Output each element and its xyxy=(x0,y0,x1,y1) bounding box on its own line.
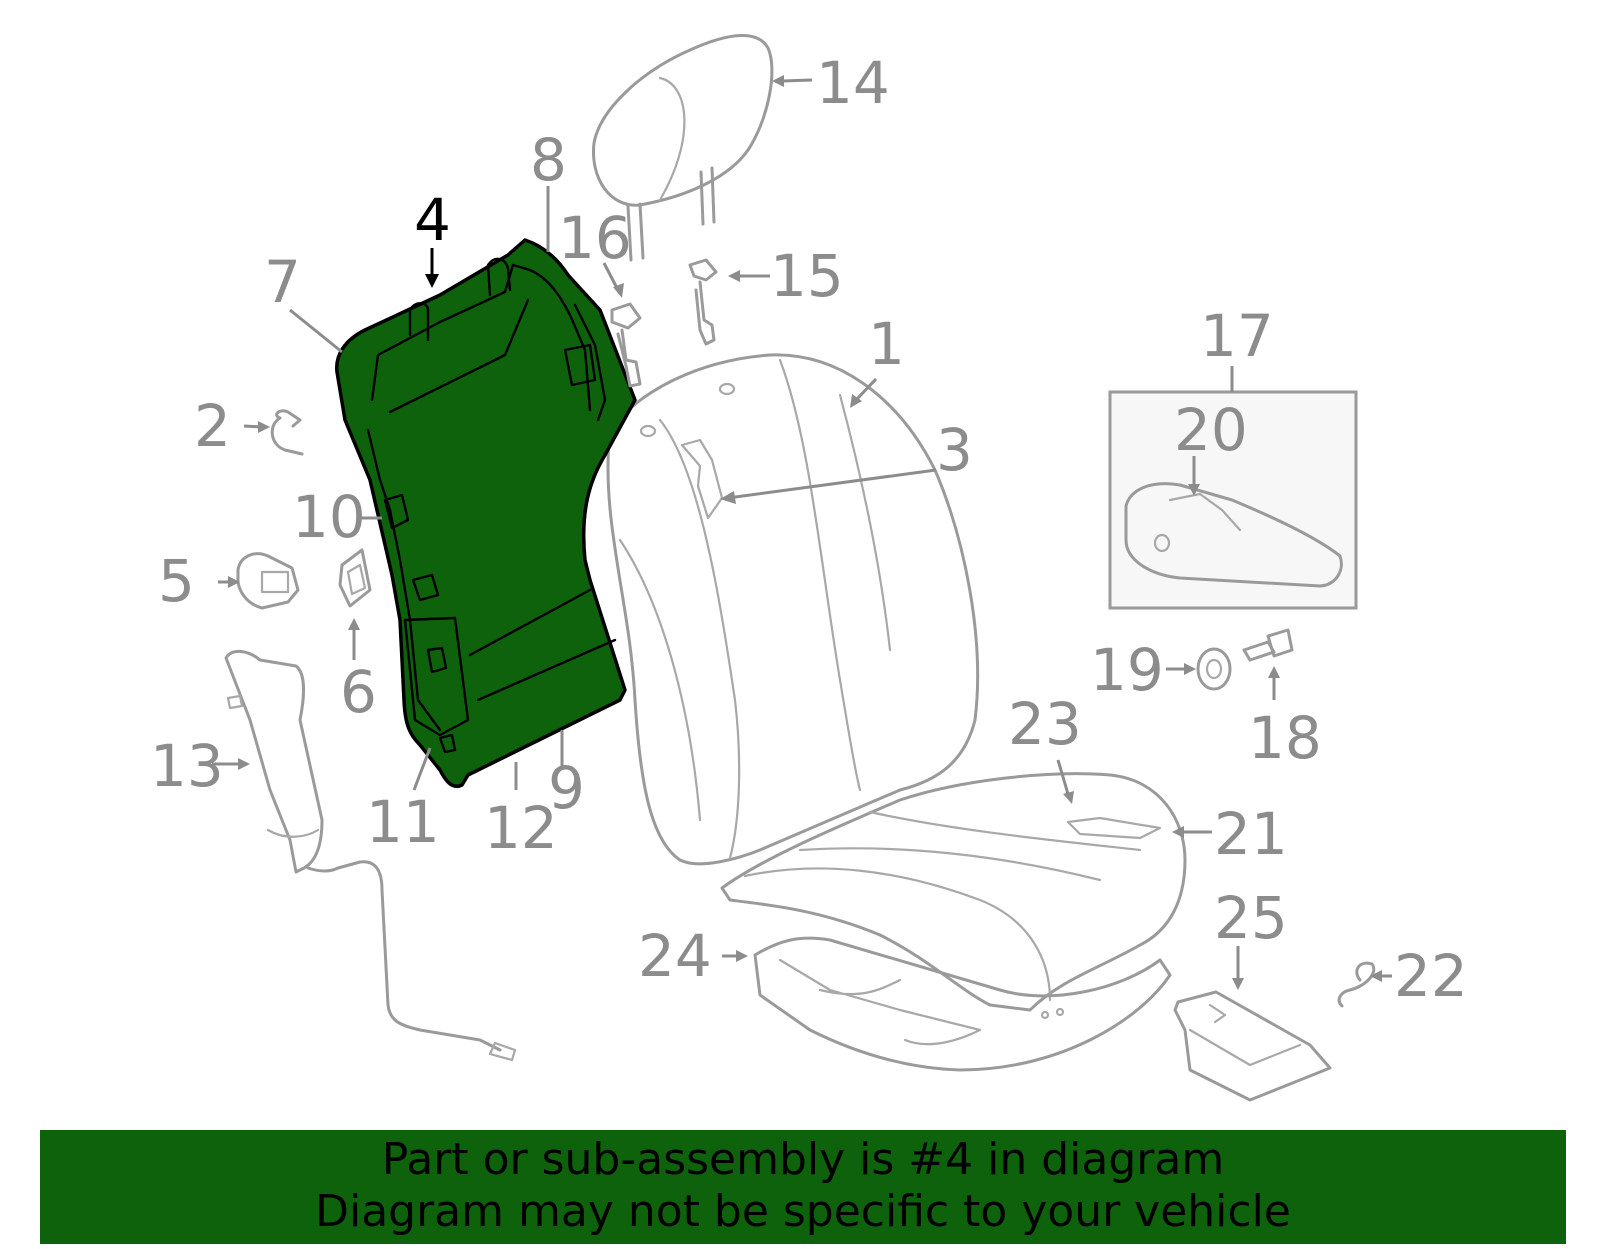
part-19-washer xyxy=(1196,647,1232,691)
callout-18: 18 xyxy=(1248,704,1322,772)
callout-20: 20 xyxy=(1174,396,1248,464)
callout-9: 9 xyxy=(548,754,585,822)
callout-24: 24 xyxy=(638,922,712,990)
seat-cushion xyxy=(720,772,1187,1012)
banner-line-1: Part or sub-assembly is #4 in diagram xyxy=(381,1134,1225,1185)
callout-16: 16 xyxy=(558,204,632,272)
callout-19: 19 xyxy=(1090,636,1164,704)
part-5-connector xyxy=(236,552,300,610)
callout-10: 10 xyxy=(292,483,366,551)
part-16-guide xyxy=(610,302,642,388)
part-2-clip xyxy=(270,409,304,456)
callout-8: 8 xyxy=(530,126,567,194)
callout-23: 23 xyxy=(1008,690,1082,758)
callout-25: 25 xyxy=(1214,884,1288,952)
callout-11: 11 xyxy=(366,788,440,856)
seatback-frame-part-4 xyxy=(335,238,637,788)
callout-13: 13 xyxy=(150,732,224,800)
part-18-bolt xyxy=(1242,628,1294,662)
callout-21: 21 xyxy=(1214,800,1288,868)
part-17-armrest-box xyxy=(1108,390,1358,610)
part-22-hook xyxy=(1337,961,1376,1008)
callout-6: 6 xyxy=(340,658,377,726)
leader-lines xyxy=(212,78,1392,980)
part-25-sensor xyxy=(1173,990,1332,1102)
callout-3: 3 xyxy=(936,416,973,484)
part-6-bracket xyxy=(338,548,372,608)
callout-2: 2 xyxy=(194,392,231,460)
callout-1: 1 xyxy=(868,310,905,378)
arrowheads xyxy=(228,75,1382,990)
callout-17: 17 xyxy=(1200,302,1274,370)
seat-back xyxy=(606,353,980,866)
banner-line-2: Diagram may not be specific to your vehi… xyxy=(315,1186,1291,1237)
callout-7: 7 xyxy=(264,248,301,316)
seat-rails xyxy=(753,936,1172,1072)
callout-5: 5 xyxy=(158,547,195,615)
callout-12: 12 xyxy=(484,794,558,862)
callout-14: 14 xyxy=(816,49,890,117)
callout-4: 4 xyxy=(414,186,451,254)
part-13-airbag-module xyxy=(224,650,517,1062)
callout-15: 15 xyxy=(770,242,844,310)
callout-labels: 1 2 3 4 5 6 7 8 9 10 11 12 13 14 15 16 1… xyxy=(150,49,1468,1010)
callout-22: 22 xyxy=(1394,942,1468,1010)
info-banner: Part or sub-assembly is #4 in diagram Di… xyxy=(40,1130,1566,1244)
part-15-bolt xyxy=(688,258,718,346)
headrest xyxy=(591,34,774,262)
